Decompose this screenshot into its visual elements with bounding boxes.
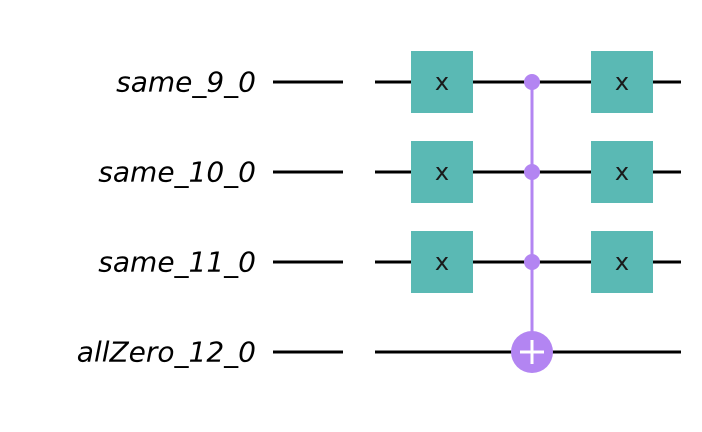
x-gate-box xyxy=(411,141,473,203)
control-dot xyxy=(524,74,540,90)
x-gate-label: x xyxy=(435,248,449,276)
x-gate-label: x xyxy=(615,158,629,186)
x-gate-box xyxy=(411,51,473,113)
x-gate-label: x xyxy=(435,158,449,186)
x-gate-box xyxy=(591,231,653,293)
x-gate: x xyxy=(411,231,473,293)
x-gate: x xyxy=(591,141,653,203)
qubit-label-same-10-0: same_10_0 xyxy=(98,156,256,189)
qubit-label-same-11-0: same_11_0 xyxy=(98,246,256,279)
x-gate-label: x xyxy=(435,68,449,96)
x-gate-box xyxy=(411,231,473,293)
x-gate: x xyxy=(591,51,653,113)
qubit-wires xyxy=(273,80,681,354)
x-gate: x xyxy=(411,141,473,203)
x-gate: x xyxy=(591,231,653,293)
qubit-label-allzero-12-0: allZero_12_0 xyxy=(77,336,256,369)
control-dot xyxy=(524,254,540,270)
x-gate-box xyxy=(591,51,653,113)
x-gate: x xyxy=(411,51,473,113)
control-dot xyxy=(524,164,540,180)
x-gate-box xyxy=(591,141,653,203)
multi-controlled-x-gate xyxy=(511,74,553,373)
x-gate-label: x xyxy=(615,248,629,276)
qubit-labels: same_9_0 same_10_0 same_11_0 allZero_12_… xyxy=(77,66,256,369)
gates: x x x x x x xyxy=(411,51,653,373)
x-gate-label: x xyxy=(615,68,629,96)
qubit-label-same-9-0: same_9_0 xyxy=(116,66,256,99)
